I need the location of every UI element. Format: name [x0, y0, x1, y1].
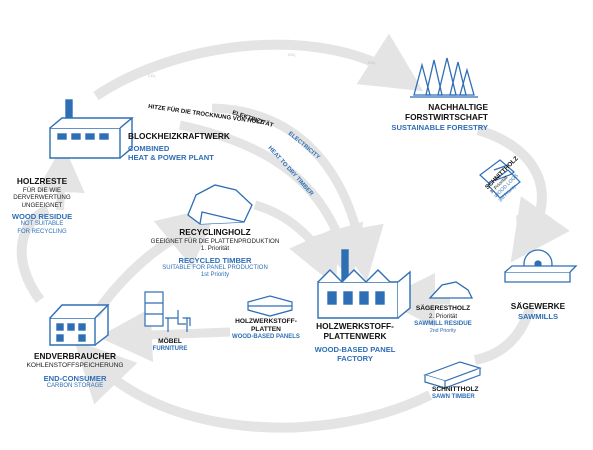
wood-panels-de-title-2: PLATTEN [251, 325, 281, 333]
heat-drying-en-text: HEAT TO DRY TIMBER [267, 145, 315, 197]
cycle-arrow-forestry-to-sawmill [476, 125, 570, 263]
sawn-timber-label: SCHNITTHOLZ SAWN TIMBER [432, 386, 502, 401]
end-consumer-de-sub: KOHLENSTOFFSPEICHERUNG [26, 361, 124, 369]
cycle-arrow-top [93, 33, 424, 101]
sawmills-en-title: SAWMILLS [517, 311, 559, 321]
recycled-timber-de-sub-2: 1. Priorität [200, 245, 230, 253]
forestry-en-title: SUSTAINABLE FORESTRY [391, 122, 488, 132]
recycled-timber-en-sub-2: 1st Priority [200, 272, 230, 279]
sawn-timber-icon [423, 361, 482, 389]
wood-residue-en-sub-2: FOR RECYCLING [17, 228, 67, 235]
sawmill-residue-de-sub: 2. Priorität [428, 312, 458, 320]
furniture-de-title: MÖBEL [158, 338, 182, 345]
panel-factory-en-title-2: FACTORY [337, 354, 373, 364]
recycled-timber-label: RECYCLINGHOLZ GEEIGNET FÜR DIE PLATTENPR… [150, 227, 280, 279]
end-consumer-house-icon [49, 304, 110, 346]
sawmill-residue-de-title: SÄGERESTHOLZ [415, 305, 471, 312]
arrow-woodresidue-to-chp [36, 144, 85, 211]
sawmills-label: SÄGEWERKE SAWMILLS [500, 301, 576, 321]
wood-residue-en-title: WOOD RESIDUE [11, 212, 73, 222]
chp-label: BLOCKHEIZKRAFTWERK COMBINED HEAT & POWER… [128, 131, 248, 163]
wood-residue-de-sub-2: DERVERWERTUNG [13, 194, 71, 202]
wood-logs-icon [479, 159, 521, 199]
forestry-de-title: NACHHALTIGE FORSTWIRTSCHAFT [405, 102, 488, 122]
arrow-logs-to-sawmill [516, 214, 526, 241]
end-consumer-label: ENDVERBRAUCHER KOHLENSTOFFSPEICHERUNG EN… [16, 351, 134, 390]
wood-panels-en-title: WOOD-BASED PANELS [232, 333, 300, 340]
chp-plant-icon [49, 99, 134, 159]
panel-factory-label: HOLZWERKSTOFF- PLATTENWERK WOOD-BASED PA… [300, 321, 410, 364]
arrow-recycling-to-factory [253, 200, 339, 287]
furniture-label: MÖBEL FURNITURE [140, 338, 200, 353]
chp-en-title-2: HEAT & POWER PLANT [128, 153, 214, 163]
forestry-label: NACHHALTIGE FORSTWIRTSCHAFT SUSTAINABLE … [380, 102, 488, 132]
end-consumer-en-sub: CARBON STORAGE [46, 382, 104, 389]
end-consumer-de-title: ENDVERBRAUCHER [33, 351, 117, 361]
furniture-icon [144, 291, 191, 332]
panel-factory-de-title-2: PLATTENWERK [323, 330, 387, 341]
panel-factory-en-title-1: WOOD-BASED PANEL [314, 344, 396, 354]
wood-panels-label: HOLZWERKSTOFF- PLATTEN WOOD-BASED PANELS [226, 318, 306, 341]
sawmill-icon [504, 249, 578, 283]
sawmill-residue-label: SÄGERESTHOLZ 2. Priorität SAWMILL RESIDU… [408, 305, 478, 334]
sawmill-residue-en-title: SAWMILL RESIDUE [414, 320, 472, 328]
cycle-arrow-bottom [74, 340, 433, 433]
sawn-timber-de-title: SCHNITTHOLZ [432, 386, 479, 393]
recycled-timber-en-title: RECYCLED TIMBER [178, 255, 252, 265]
co2-label-3: CO₂ [368, 60, 376, 65]
recycled-timber-pile-icon [187, 184, 253, 225]
wood-residue-de-title: HOLZRESTE [16, 176, 68, 186]
cycle-arrow-consumer-to-recycling [90, 205, 220, 318]
forest-icon [410, 57, 478, 98]
recycled-timber-en-sub-1: SUITABLE FOR PANEL PRODUCTION [162, 264, 268, 271]
chp-en-title-1: COMBINED [128, 143, 170, 153]
sawmills-de-title: SÄGEWERKE [510, 301, 566, 311]
wood-residue-de-sub-1: FÜR DIE WIE [22, 186, 62, 194]
recycled-timber-de-sub-1: GEEIGNET FÜR DIE PLATTENPRODUKTION [150, 237, 280, 245]
arrow-chp-to-factory-electricity [211, 103, 384, 282]
cycle-arrow-sawmill-to-timber [473, 306, 535, 365]
end-consumer-en-title: END-CONSUMER [43, 373, 107, 383]
panel-factory-icon [317, 249, 411, 319]
cycle-arrow-left [16, 205, 51, 303]
co2-label-1: CO₂ [148, 73, 156, 78]
sawn-timber-en-title: SAWN TIMBER [432, 393, 475, 400]
arrow-factory-to-furniture [98, 307, 231, 362]
sawmill-residue-en-sub: 2nd Priority [429, 327, 457, 334]
sawmill-residue-icon [428, 281, 474, 299]
recycled-timber-de-title: RECYCLINGHOLZ [179, 227, 251, 237]
wood-residue-label: HOLZRESTE FÜR DIE WIE DERVERWERTUNG UNGE… [4, 176, 80, 236]
wood-residue-en-sub-1: NOT SUITABLE [20, 221, 64, 228]
wood-logs-label: SCHNITTHOLZ 3. Priorität WOOD LOGS 3rd P… [484, 155, 544, 211]
chp-de-title: BLOCKHEIZKRAFTWERK [128, 131, 230, 141]
furniture-en-title: FURNITURE [152, 345, 188, 352]
wood-panels-icon [247, 295, 293, 317]
co2-label-2: CO₂ [288, 52, 296, 57]
wood-panels-de-title-1: HOLZWERKSTOFF- [235, 318, 297, 325]
wood-residue-de-sub-3: UNGEEIGNET [21, 201, 63, 209]
panel-factory-de-title-1: HOLZWERKSTOFF- [316, 321, 394, 331]
